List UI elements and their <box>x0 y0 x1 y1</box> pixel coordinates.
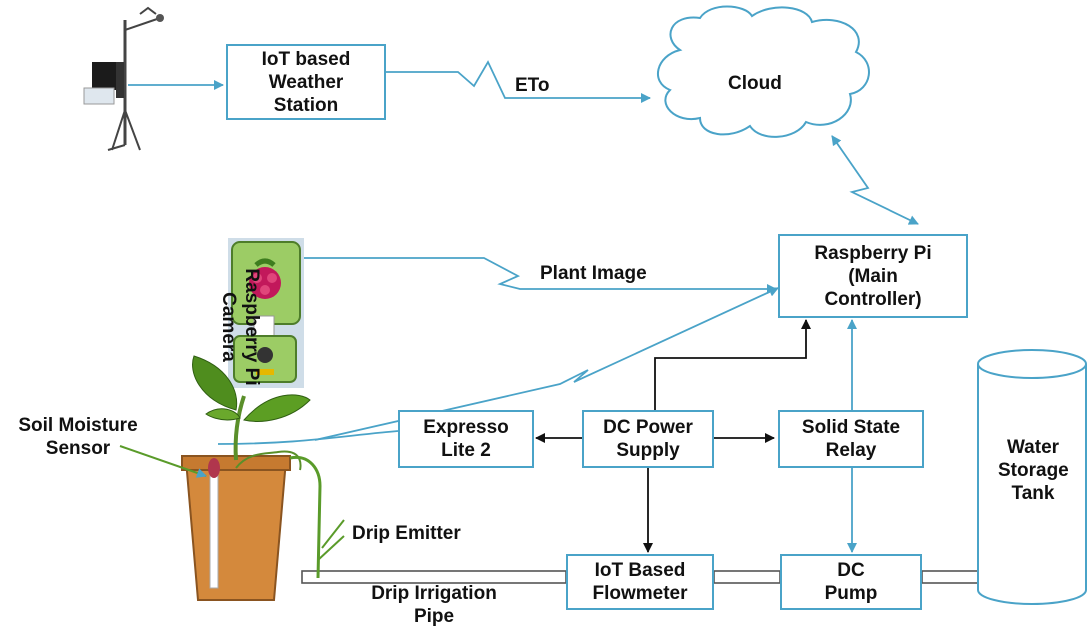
iot-weather-station-box: IoT based Weather Station <box>226 44 386 120</box>
solid-state-relay-box: Solid State Relay <box>778 410 924 468</box>
raspberry-pi-camera-label: Raspberry Pi Camera <box>218 268 262 386</box>
drip-irrigation-pipe <box>301 570 979 584</box>
weather-station-icon <box>83 6 164 151</box>
soil-moisture-sensor-label: Soil Moisture Sensor <box>18 415 138 459</box>
expresso-lite-box: Expresso Lite 2 <box>398 410 534 468</box>
eto-label: ETo <box>515 75 550 96</box>
drip-emitter-label: Drip Emitter <box>352 523 461 544</box>
drip-irrigation-pipe-label: Drip Irrigation Pipe <box>371 583 497 627</box>
iot-flowmeter-box: IoT Based Flowmeter <box>566 554 714 610</box>
water-storage-tank-label: Water Storage Tank <box>998 437 1069 504</box>
cloud-label: Cloud <box>728 73 782 94</box>
raspberry-pi-camera-icon <box>228 238 304 388</box>
raspberry-pi-box: Raspberry Pi (Main Controller) <box>778 234 968 318</box>
dc-power-supply-box: DC Power Supply <box>582 410 714 468</box>
plant-pot-icon <box>181 355 345 601</box>
dc-pump-box: DC Pump <box>780 554 922 610</box>
plant-image-label: Plant Image <box>540 263 647 284</box>
water-tank-shape <box>977 349 1087 605</box>
cloud-shape <box>657 5 870 138</box>
